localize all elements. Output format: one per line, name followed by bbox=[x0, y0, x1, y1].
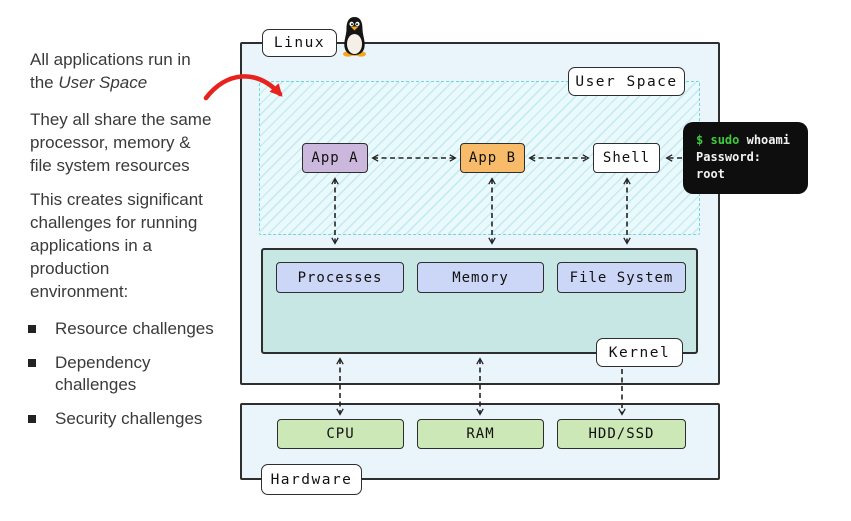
memory-node: Memory bbox=[417, 262, 544, 293]
sharing-paragraph: They all share the same processor, memor… bbox=[30, 110, 212, 175]
user-space-emphasis: User Space bbox=[58, 73, 148, 92]
file-system-node: File System bbox=[557, 262, 686, 293]
terminal-prompt: $ bbox=[696, 133, 704, 147]
challenges-paragraph: This creates significant challenges for … bbox=[30, 190, 203, 301]
terminal-command: sudo bbox=[710, 133, 740, 147]
shell-node: Shell bbox=[593, 143, 660, 173]
terminal-window: $ sudo whoami Password: root bbox=[683, 122, 808, 194]
bullet-square-icon bbox=[28, 325, 36, 333]
terminal-line-2: Password: bbox=[696, 150, 762, 164]
list-item: Security challenges bbox=[28, 408, 226, 430]
bullet-square-icon bbox=[28, 415, 36, 423]
list-item: Resource challenges bbox=[28, 318, 226, 340]
app-a-node: App A bbox=[302, 143, 368, 173]
app-b-node: App B bbox=[460, 143, 525, 173]
bullet-square-icon bbox=[28, 359, 36, 367]
list-item: Dependency challenges bbox=[28, 352, 226, 396]
processes-node: Processes bbox=[276, 262, 404, 293]
terminal-line-3: root bbox=[696, 167, 725, 181]
tux-penguin-icon bbox=[341, 15, 368, 57]
intro-paragraph: All applications run in the User Space bbox=[30, 48, 191, 94]
cpu-node: CPU bbox=[277, 419, 404, 449]
terminal-argument: whoami bbox=[746, 133, 790, 147]
intro-line-2: the User Space bbox=[30, 73, 148, 92]
terminal-line-1: $ sudo whoami bbox=[696, 132, 808, 149]
hardware-label: Hardware bbox=[261, 464, 362, 495]
challenges-list: Resource challenges Dependency challenge… bbox=[28, 318, 238, 442]
user-space-label: User Space bbox=[568, 67, 685, 96]
intro-line-1: All applications run in bbox=[30, 50, 191, 69]
hdd-ssd-node: HDD/SSD bbox=[557, 419, 686, 449]
linux-label: Linux bbox=[262, 29, 337, 57]
ram-node: RAM bbox=[417, 419, 544, 449]
kernel-label: Kernel bbox=[596, 338, 683, 367]
